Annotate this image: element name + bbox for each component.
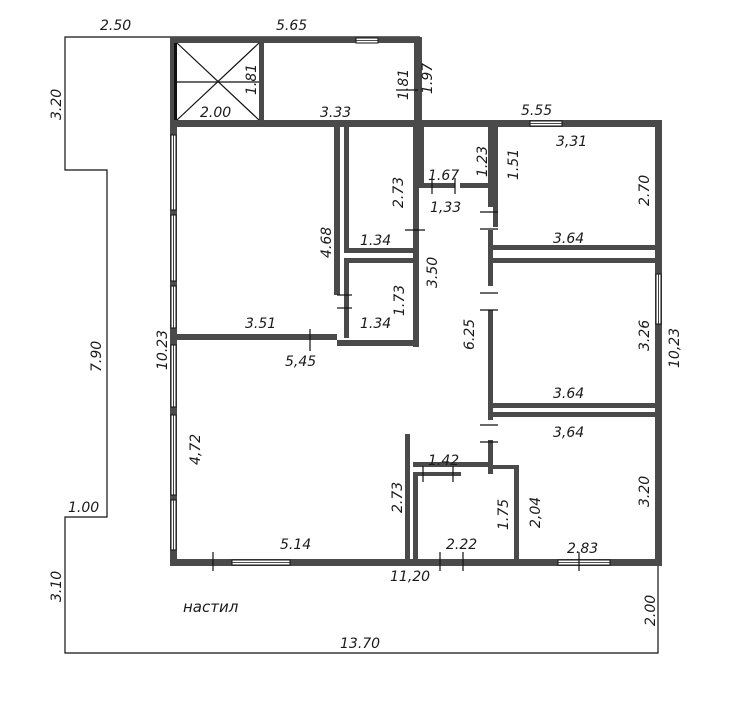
label-351: 3.51 [245, 316, 276, 332]
label-167: 1.67 [428, 168, 459, 184]
label-283: 2.83 [567, 541, 598, 557]
label-134b: 1.34 [360, 316, 391, 332]
label-472: 4,72 [188, 434, 204, 465]
label-197: 1.97 [420, 63, 436, 94]
label-1023b: 10,23 [667, 328, 683, 368]
label-123: 1.23 [475, 146, 491, 177]
label-1370: 13.70 [340, 636, 380, 652]
label-273b: 2.73 [390, 482, 406, 513]
windows [170, 37, 662, 566]
label-555: 5.55 [521, 103, 552, 119]
label-151: 1.51 [506, 149, 522, 180]
label-468: 4.68 [319, 227, 335, 258]
label-1023a: 10.23 [155, 330, 171, 370]
label-331: 3,31 [556, 134, 587, 150]
label-181b: 1.81 [396, 69, 412, 100]
label-1120: 11,20 [390, 569, 430, 585]
cross-box [174, 42, 260, 121]
label-134a: 1.34 [360, 233, 391, 249]
label-175: 1.75 [496, 499, 512, 530]
label-181a: 1.81 [244, 64, 260, 95]
door-marks [212, 89, 580, 571]
label-133: 1,33 [430, 200, 461, 216]
dimension-labels: 2.50 5.65 3.20 1.81 2.00 1.81 1.97 3.33 … [49, 18, 683, 652]
label-nastil: настил [183, 598, 239, 616]
label-222: 2.22 [446, 537, 477, 553]
label-173: 1.73 [392, 285, 408, 316]
deck-outline [64, 36, 659, 654]
label-514: 5.14 [280, 537, 311, 553]
label-326: 3.26 [637, 320, 653, 351]
label-625: 6.25 [462, 319, 478, 350]
label-364c: 3,64 [553, 425, 584, 441]
label-273a: 2.73 [391, 177, 407, 208]
label-200a: 2.00 [200, 105, 231, 121]
label-333: 3.33 [320, 105, 351, 121]
label-790: 7.90 [89, 341, 105, 372]
label-100: 1.00 [68, 500, 99, 516]
label-545: 5,45 [285, 354, 316, 370]
label-270: 2.70 [637, 175, 653, 206]
label-320b: 3.20 [637, 476, 653, 507]
label-310: 3.10 [49, 571, 65, 602]
label-364a: 3.64 [553, 231, 584, 247]
label-204: 2,04 [528, 497, 544, 528]
label-250: 2.50 [100, 18, 131, 34]
label-200b: 2.00 [643, 595, 659, 626]
label-320a: 3.20 [49, 89, 65, 120]
interior-walls [177, 43, 655, 559]
label-142: 1.42 [428, 453, 459, 469]
label-565: 5.65 [276, 18, 307, 34]
label-364b: 3.64 [553, 386, 584, 402]
label-350: 3.50 [425, 257, 441, 288]
